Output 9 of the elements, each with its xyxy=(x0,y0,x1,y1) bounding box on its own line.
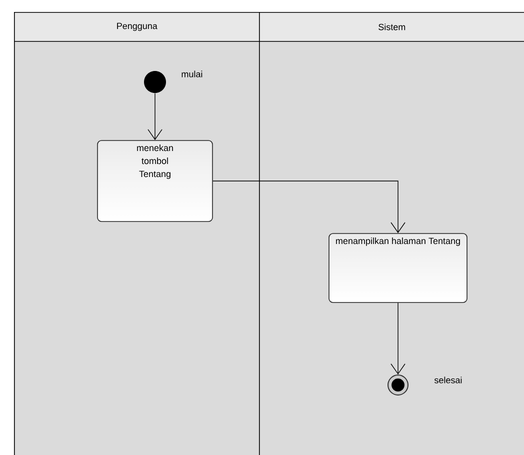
final-node xyxy=(388,374,408,396)
arrow xyxy=(148,92,162,140)
arrow xyxy=(390,302,406,374)
arrow xyxy=(212,180,406,234)
action-box: menampilkan halaman Tentang xyxy=(328,233,468,303)
action-box: menekan tombol Tentang xyxy=(97,140,213,222)
initial-node xyxy=(144,71,166,93)
node-caption: mulai xyxy=(182,70,202,78)
node-caption: selesai xyxy=(434,376,462,384)
